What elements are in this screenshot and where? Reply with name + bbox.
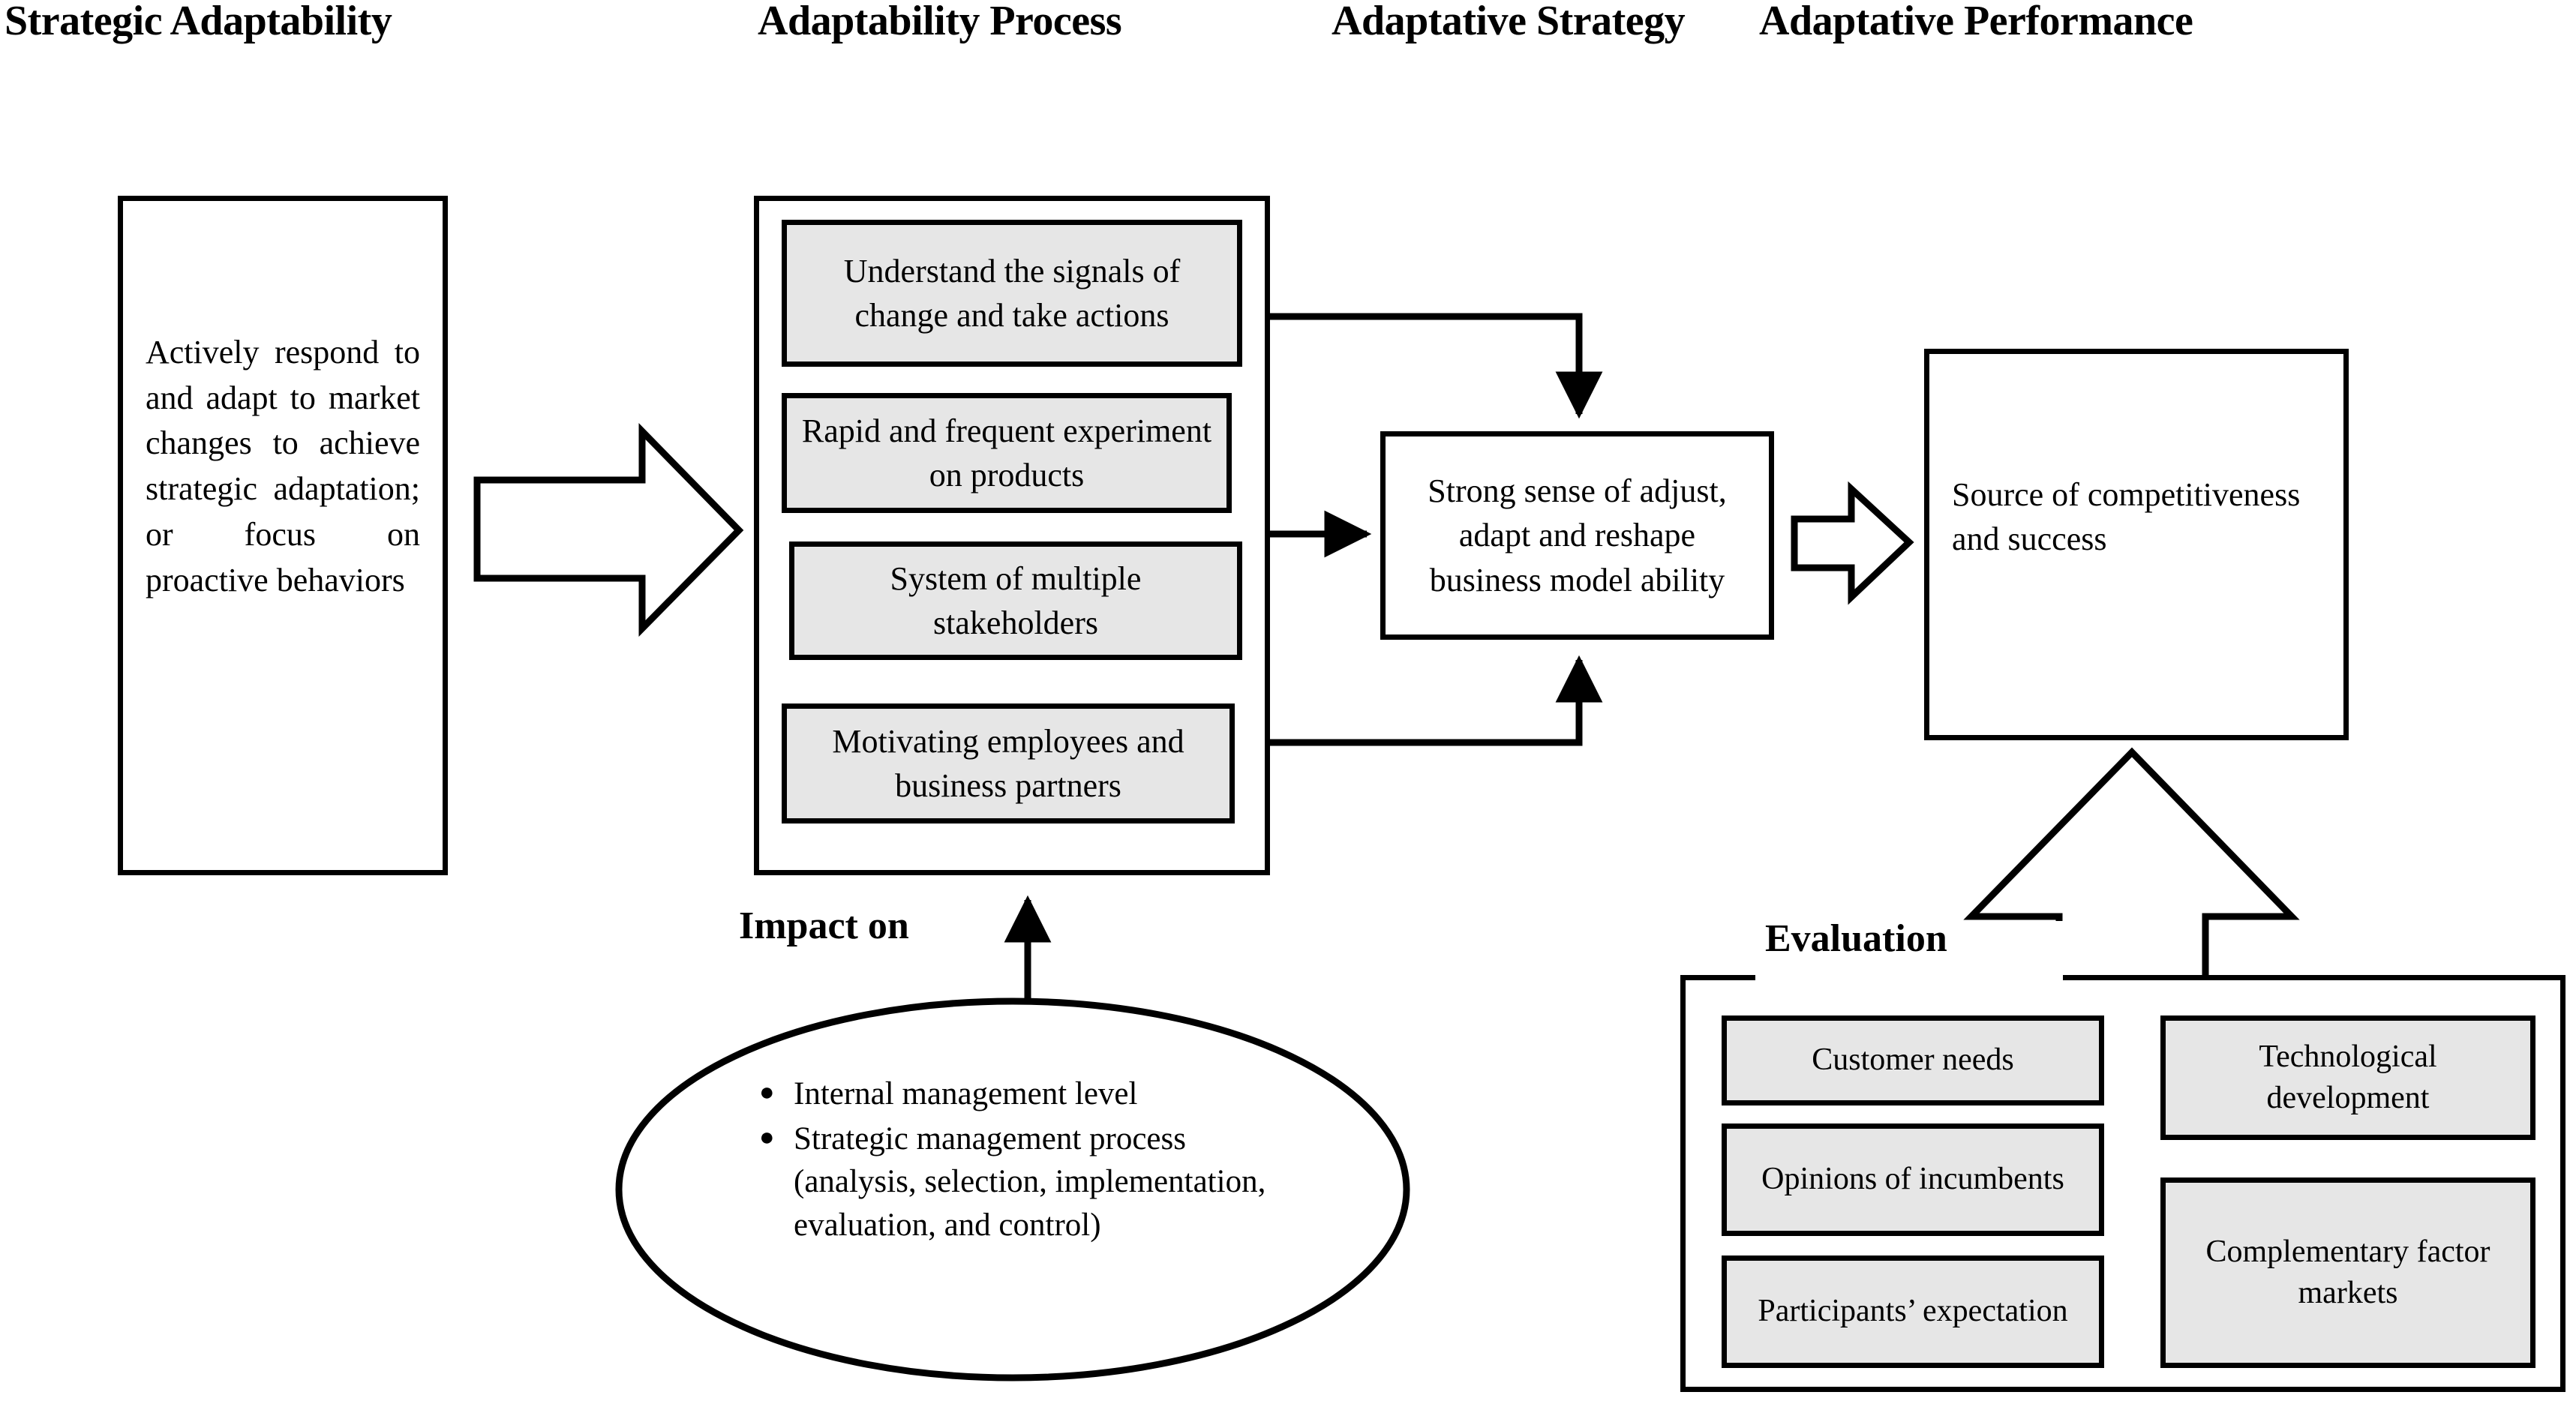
process-item-label: System of multiple stakeholders (890, 560, 1142, 641)
process-item-motivating-employees[interactable]: Motivating employees and business partne… (782, 704, 1235, 824)
evaluation-item-opinions-of-incumbents[interactable]: Opinions of incumbents (1722, 1124, 2104, 1236)
column-header-strategic-adaptability: Strategic Adaptability (5, 0, 392, 44)
evaluation-item-customer-needs[interactable]: Customer needs (1722, 1016, 2104, 1106)
impact-bullet-list: ● Internal management level ● Strategic … (759, 1072, 1284, 1248)
list-item: ● Internal management level (759, 1072, 1284, 1116)
strategic-adaptability-text: Actively respond to and adapt to market … (146, 334, 420, 598)
impact-ellipse: ● Internal management level ● Strategic … (615, 998, 1410, 1382)
bullet-dot-icon: ● (759, 1123, 775, 1151)
evaluation-item-label: Complementary factor markets (2205, 1234, 2490, 1310)
evaluation-item-technological-development[interactable]: Technological development (2160, 1016, 2535, 1140)
evaluation-item-participants-expectation[interactable]: Participants’ expectation (1722, 1256, 2104, 1368)
impact-on-label: Impact on (739, 904, 909, 947)
column-header-adaptability-process: Adaptability Process (758, 0, 1122, 44)
evaluation-item-label: Opinions of incumbents (1761, 1162, 2064, 1197)
adaptative-performance-box: Source of competitiveness and success (1924, 349, 2349, 740)
evaluation-item-complementary-factor-markets[interactable]: Complementary factor markets (2160, 1178, 2535, 1368)
connector-process-bottom-to-strategy (1270, 655, 1603, 746)
bullet-dot-icon: ● (759, 1078, 775, 1106)
adaptative-performance-label: Source of competitiveness and success (1952, 476, 2301, 558)
adaptative-strategy-box: Strong sense of adjust, adapt and reshap… (1380, 431, 1774, 640)
ellipse-shape (615, 998, 1410, 1382)
adaptative-strategy-label: Strong sense of adjust, adapt and reshap… (1428, 472, 1727, 598)
process-item-label: Rapid and frequent experiment on product… (801, 412, 1212, 494)
process-item-understand-signals[interactable]: Understand the signals of change and tak… (782, 220, 1242, 367)
evaluation-item-label: Technological development (2259, 1039, 2437, 1115)
evaluation-label-backplate (1755, 921, 2063, 981)
column-header-adaptative-strategy: Adaptative Strategy (1332, 0, 1686, 44)
process-item-rapid-experiment[interactable]: Rapid and frequent experiment on product… (782, 393, 1232, 513)
connector-process-top-to-strategy (1270, 313, 1603, 419)
block-arrow-adaptability-to-process (473, 422, 744, 637)
list-item: ● Strategic management process (analysis… (759, 1118, 1284, 1247)
evaluation-item-label: Participants’ expectation (1758, 1294, 2068, 1329)
column-header-adaptative-performance: Adaptative Performance (1759, 0, 2193, 44)
list-item-label: Internal management level (794, 1076, 1138, 1112)
process-item-label: Understand the signals of change and tak… (843, 252, 1181, 334)
evaluation-item-label: Customer needs (1812, 1042, 2014, 1078)
process-item-label: Motivating employees and business partne… (832, 722, 1184, 804)
strategic-adaptability-box: Actively respond to and adapt to market … (118, 196, 448, 875)
list-item-label: Strategic management process (analysis, … (794, 1120, 1266, 1243)
block-arrow-strategy-to-performance (1791, 481, 1914, 605)
evaluation-label: Evaluation (1765, 917, 1947, 960)
process-item-multiple-stakeholders[interactable]: System of multiple stakeholders (789, 542, 1242, 660)
